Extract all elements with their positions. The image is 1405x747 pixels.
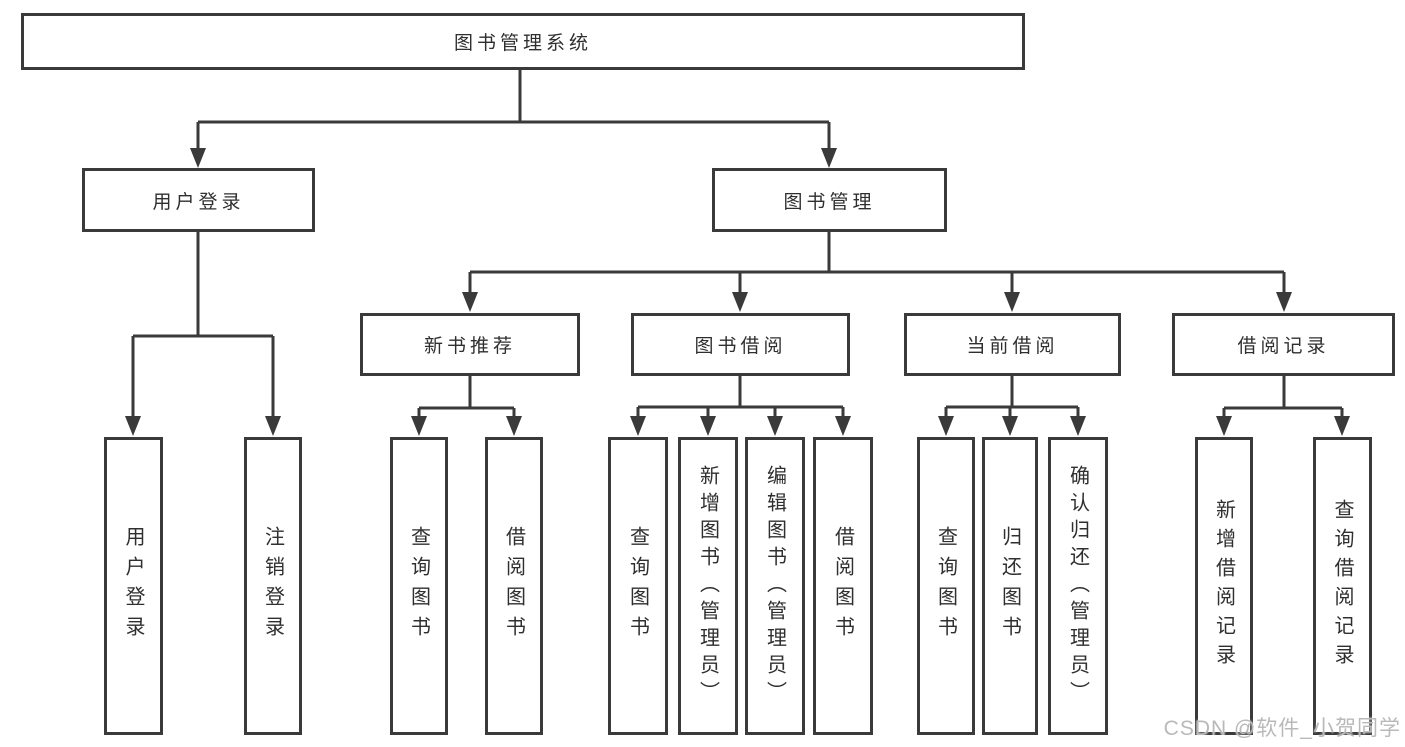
node-root-system: 图书管理系统 [21, 13, 1025, 70]
connector-book-mgmt-to-level3 [462, 232, 1292, 312]
node-book-borrow: 图书借阅 [631, 313, 850, 376]
arrowhead [700, 416, 716, 436]
node-borrow-record: 借阅记录 [1172, 313, 1395, 376]
leaf-query-book-1: 查询图书 [390, 437, 448, 735]
leaf-logout: 注销登录 [244, 437, 302, 735]
leaf-confirm-return-admin: 确认归还（管理员） [1048, 437, 1108, 735]
arrowhead [732, 292, 748, 312]
arrowhead [1070, 416, 1086, 436]
arrowhead [1334, 416, 1350, 436]
leaf-query-book-3: 查询图书 [917, 437, 975, 735]
arrowhead [1216, 416, 1232, 436]
leaf-borrow-book-2: 借阅图书 [813, 437, 873, 735]
arrowhead [190, 148, 206, 168]
arrowhead [125, 416, 141, 436]
arrowhead [630, 416, 646, 436]
arrowhead [1004, 292, 1020, 312]
arrowhead [821, 148, 837, 168]
leaf-borrow-book-1: 借阅图书 [485, 437, 543, 735]
leaf-return-book: 归还图书 [982, 437, 1038, 735]
arrowhead [1276, 292, 1292, 312]
leaf-user-login: 用户登录 [104, 437, 163, 735]
connector-book-borrow-children [630, 376, 851, 436]
leaf-query-borrow-record: 查询借阅记录 [1313, 437, 1372, 735]
connector-current-borrow-children [938, 376, 1086, 436]
arrowhead [938, 416, 954, 436]
arrowhead [265, 416, 281, 436]
arrowhead [835, 416, 851, 436]
connector-user-login-children [125, 232, 281, 436]
connector-new-book-children [411, 376, 522, 436]
arrowhead [506, 416, 522, 436]
arrowhead [1002, 416, 1018, 436]
connector-borrow-record-children [1216, 376, 1350, 436]
arrowhead [767, 416, 783, 436]
node-current-borrow: 当前借阅 [904, 313, 1121, 376]
leaf-query-book-2: 查询图书 [608, 437, 668, 735]
arrowhead [411, 416, 427, 436]
leaf-add-borrow-record: 新增借阅记录 [1195, 437, 1253, 735]
connector-root-to-level2 [190, 70, 837, 168]
watermark: CSDN @软件_小贺同学 [1163, 717, 1401, 740]
leaf-add-book-admin: 新增图书（管理员） [678, 437, 738, 735]
arrowhead [462, 292, 478, 312]
leaf-edit-book-admin: 编辑图书（管理员） [745, 437, 805, 735]
node-new-book-recommend: 新书推荐 [360, 313, 580, 376]
node-user-login: 用户登录 [82, 168, 315, 232]
node-book-management: 图书管理 [712, 168, 947, 232]
